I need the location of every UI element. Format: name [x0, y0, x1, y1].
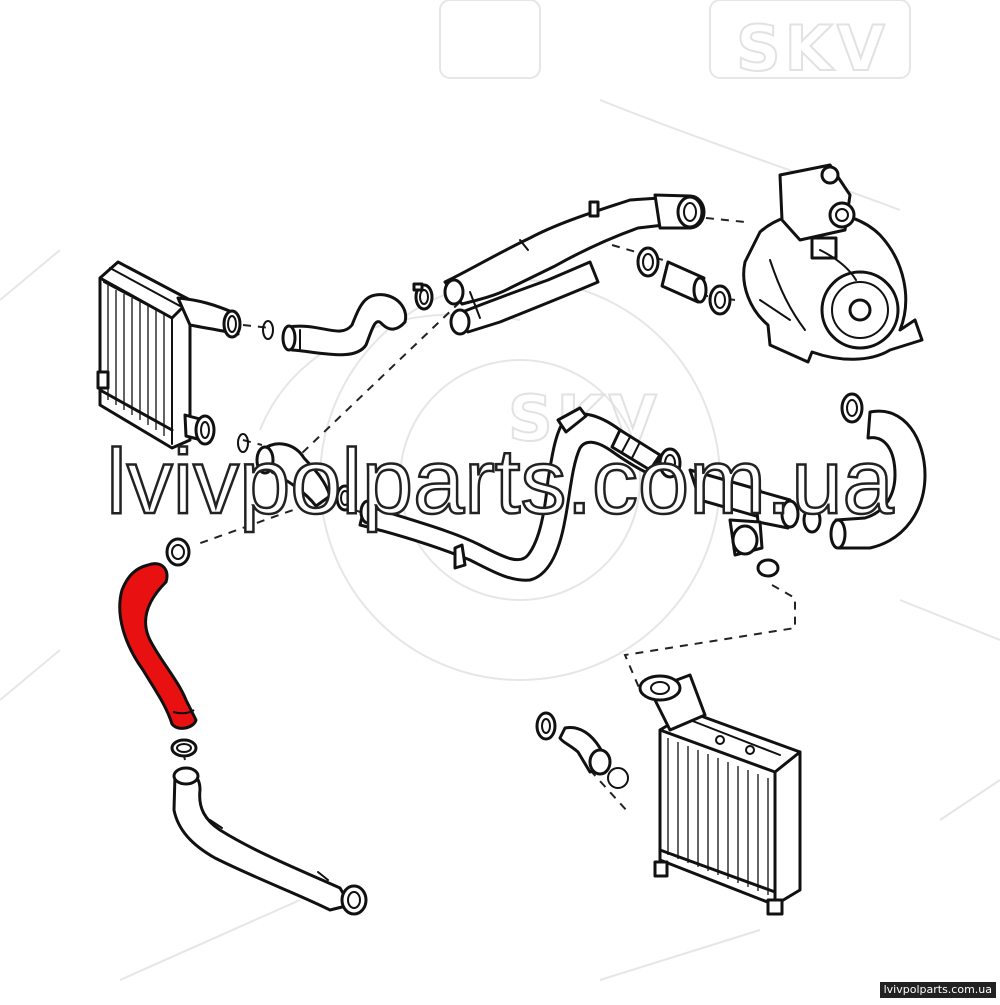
turbo-inlet-hose	[636, 246, 732, 316]
y-pipe	[443, 193, 706, 336]
site-watermark: lvivpolparts.com.ua	[105, 431, 895, 533]
skv-watermark-top: SKV	[736, 12, 889, 85]
long-pipe	[358, 406, 662, 582]
mid-clamp	[658, 447, 682, 479]
hose-clamp-bottom	[170, 738, 198, 758]
left-intercooler	[96, 260, 242, 450]
corner-credit: lvivpolparts.com.ua	[879, 982, 996, 998]
right-intercooler	[638, 673, 802, 916]
middle-hose	[255, 442, 355, 512]
hose-clamp	[412, 282, 434, 311]
hose-clamp-top	[165, 537, 191, 567]
upper-hose	[281, 293, 408, 357]
mid-right-pipe	[688, 468, 822, 578]
lower-pipe	[172, 766, 368, 916]
highlighted-hose	[118, 537, 198, 758]
right-elbow-hose	[829, 392, 927, 550]
lower-small-hose	[535, 711, 629, 789]
turbocharger	[742, 163, 924, 364]
